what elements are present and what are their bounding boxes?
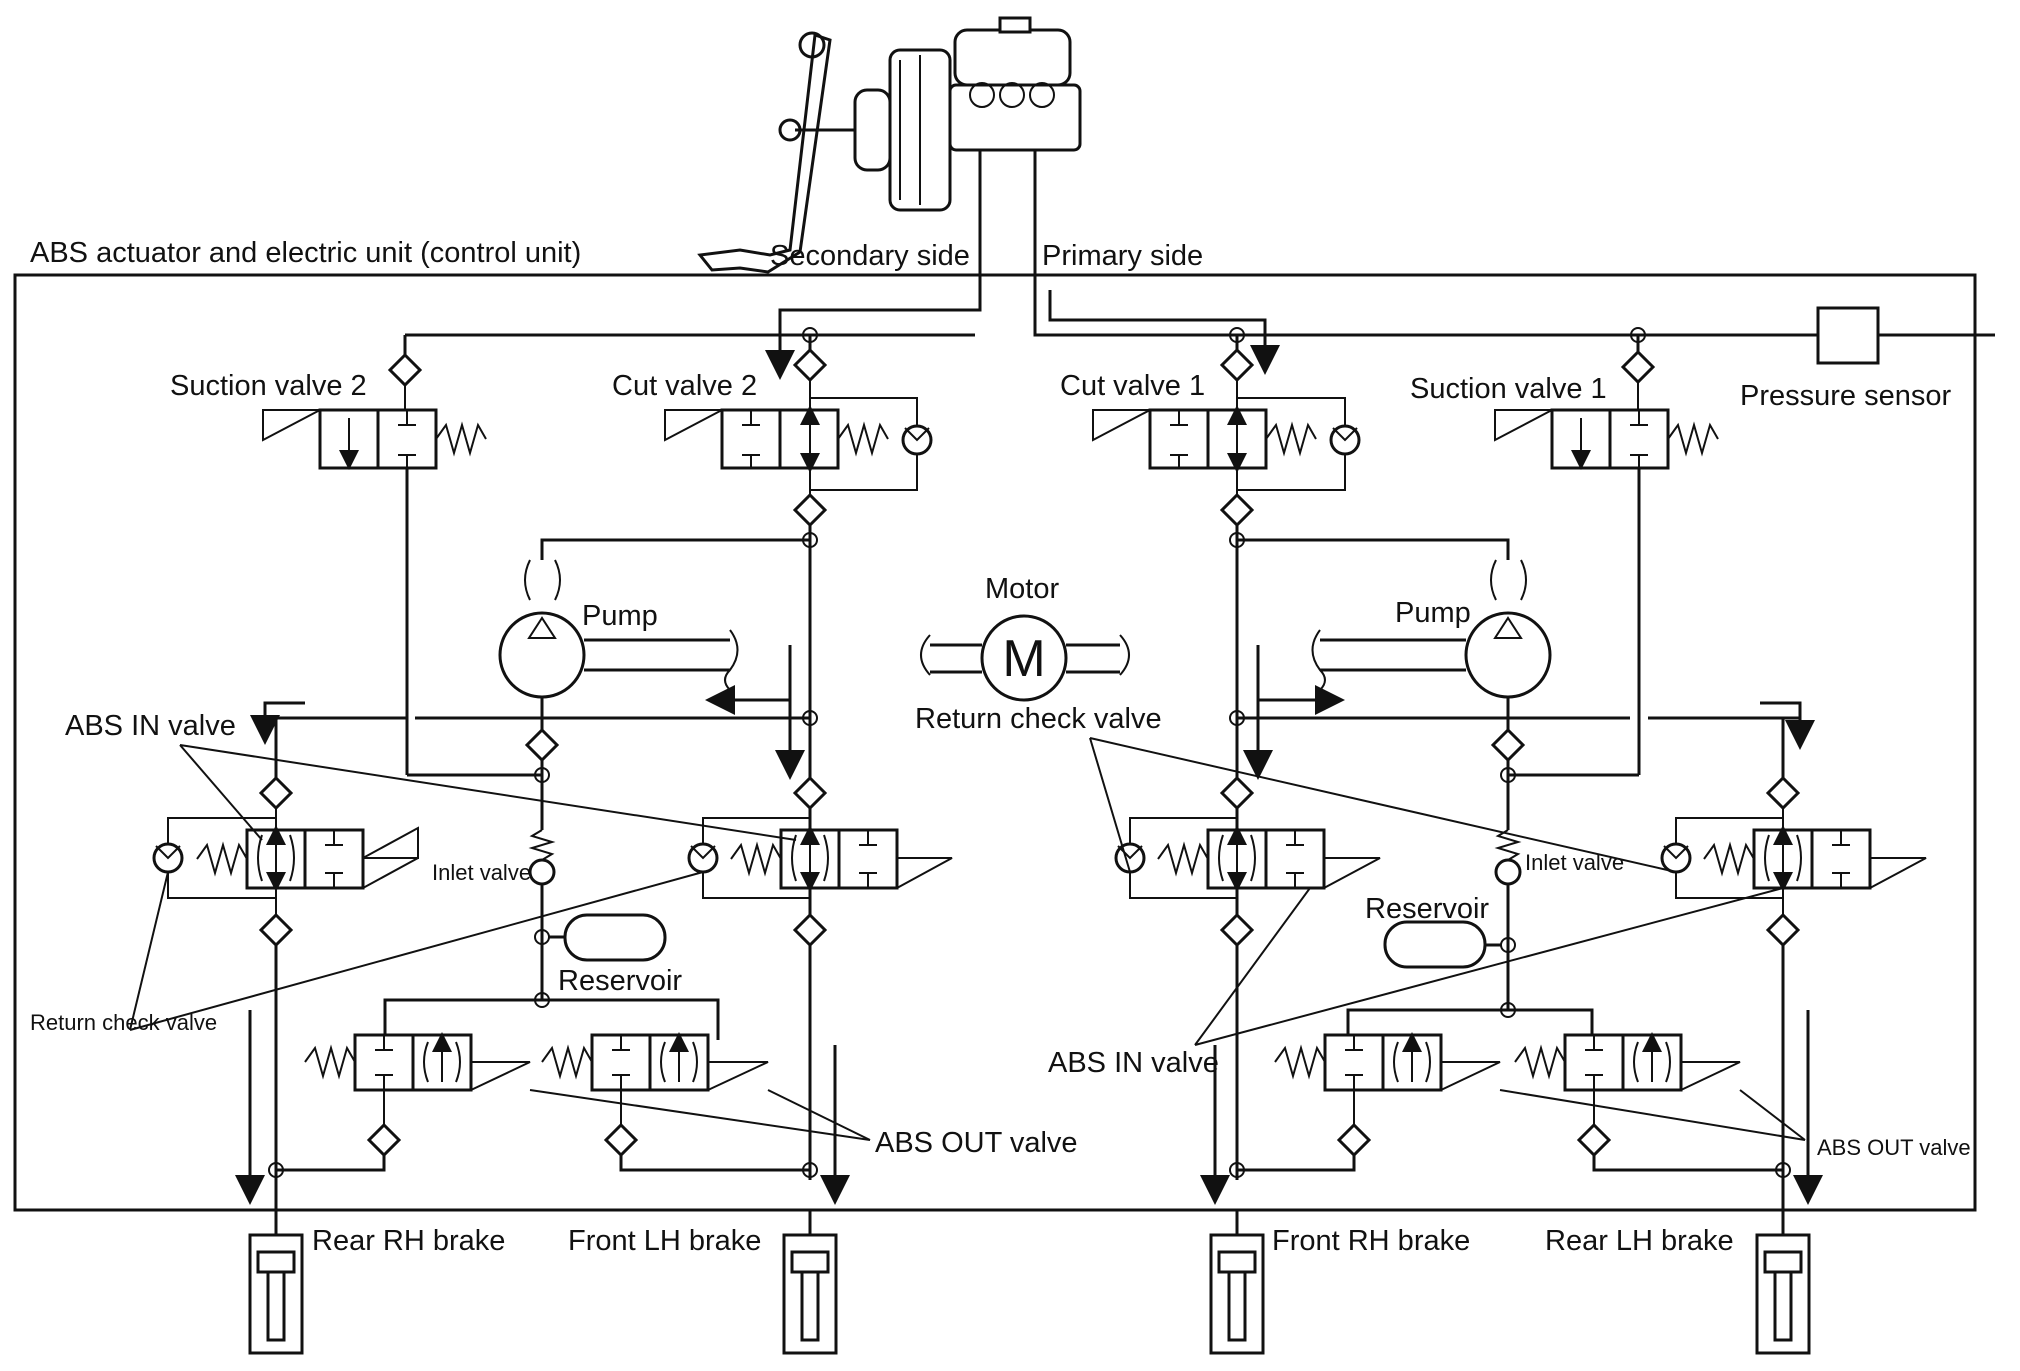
control-unit-outline	[13, 273, 1977, 1212]
suction-valve-2	[262, 335, 487, 775]
front-rh-brake	[1209, 1210, 1265, 1355]
pressure-sensor	[1816, 306, 1880, 365]
return-check-valve-top-label: Return check valve	[915, 703, 1162, 735]
pump-left-label: Pump	[582, 600, 658, 632]
cut-valve-1-label: Cut valve 1	[1060, 370, 1205, 402]
inlet-valve-left	[528, 829, 667, 1000]
motor-symbol: M	[1002, 630, 1045, 688]
front-rh-brake-label: Front RH brake	[1272, 1225, 1470, 1257]
suction-valve-1	[1494, 335, 1719, 775]
return-arrows	[235, 1010, 1823, 1205]
abs-out-valve-right-label: ABS OUT valve	[1817, 1135, 1971, 1160]
abs-in-valve-rear-rh	[152, 718, 419, 1240]
abs-out-valves-right	[1229, 1002, 1791, 1178]
inlet-valve-right-label: Inlet valve	[1525, 850, 1624, 875]
abs-in-valve-front-rh	[1114, 775, 1381, 948]
pump-left	[498, 532, 818, 730]
front-lh-brake	[782, 1210, 838, 1355]
rear-lh-brake	[1755, 1210, 1811, 1355]
inlet-valve-right	[1383, 829, 1522, 1010]
flow-lines	[250, 645, 1815, 783]
reservoir-right-label: Reservoir	[1365, 893, 1489, 925]
pump-right	[1229, 532, 1552, 730]
cut-valve-2-label: Cut valve 2	[612, 370, 757, 402]
abs-in-valve-left-label: ABS IN valve	[65, 710, 236, 742]
brake-pedal	[697, 31, 860, 274]
motor: M	[920, 614, 1130, 702]
return-check-valve-left-label: Return check valve	[30, 1010, 217, 1035]
master-cylinder	[948, 16, 1082, 152]
front-lh-brake-label: Front LH brake	[568, 1225, 761, 1257]
unit-label: ABS actuator and electric unit (control …	[30, 237, 581, 269]
rear-lh-brake-label: Rear LH brake	[1545, 1225, 1734, 1257]
primary-side-label: Primary side	[1042, 240, 1203, 272]
inlet-valve-left-label: Inlet valve	[432, 860, 531, 885]
abs-out-valve-left-label: ABS OUT valve	[875, 1127, 1078, 1159]
abs-out-valves-left	[268, 992, 818, 1178]
secondary-side-label: Secondary side	[770, 240, 970, 272]
suction-valve-1-label: Suction valve 1	[1410, 373, 1607, 405]
suction-valve-2-label: Suction valve 2	[170, 370, 367, 402]
motor-label: Motor	[985, 573, 1059, 605]
rear-rh-brake	[248, 1210, 304, 1355]
abs-in-valve-front-lh	[687, 775, 953, 948]
abs-in-valve-rear-lh	[1660, 718, 1927, 1240]
rear-rh-brake-label: Rear RH brake	[312, 1225, 505, 1257]
brake-booster	[853, 48, 952, 212]
abs-in-valve-right-label: ABS IN valve	[1048, 1047, 1219, 1079]
callout-lines	[129, 737, 1806, 1141]
pressure-sensor-label: Pressure sensor	[1740, 380, 1951, 412]
reservoir-left-label: Reservoir	[558, 965, 682, 997]
pump-right-label: Pump	[1395, 597, 1471, 629]
